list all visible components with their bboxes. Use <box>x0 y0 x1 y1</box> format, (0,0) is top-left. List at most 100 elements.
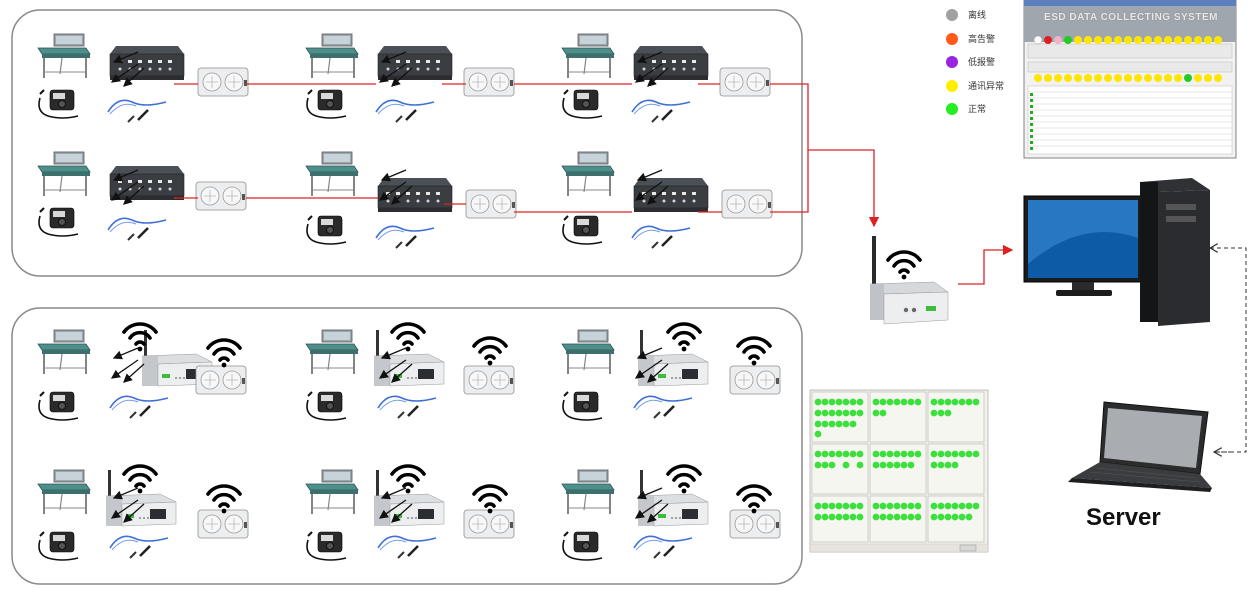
wireless-group-frame <box>11 307 803 585</box>
ionizer-fan-icon <box>729 365 781 395</box>
esd-workbench-icon <box>305 33 359 79</box>
wifi-icon <box>122 464 158 496</box>
esd-workbench-icon <box>305 329 359 375</box>
wifi-icon <box>390 464 426 496</box>
soldering-station-icon <box>562 531 603 561</box>
legend-dot-icon <box>946 79 958 92</box>
wired-station <box>561 33 771 124</box>
ionizer-fan-icon <box>465 189 517 219</box>
wired-station <box>561 151 773 250</box>
wireless-station <box>561 322 781 421</box>
wrist-strap-icon <box>632 535 694 560</box>
wrist-strap-icon <box>376 535 438 560</box>
wrist-strap-icon <box>106 99 168 124</box>
wired-group-frame <box>11 9 803 277</box>
wired-data-collector-icon <box>377 177 453 213</box>
wired-data-collector-icon <box>377 45 453 81</box>
esd-workbench-icon <box>561 469 615 515</box>
wrist-strap-icon <box>374 225 436 250</box>
soldering-station-icon <box>38 207 79 237</box>
esd-workbench-icon <box>37 329 91 375</box>
legend-dot-icon <box>946 9 958 21</box>
wireless-stations <box>37 322 781 561</box>
wireless-data-collector-icon <box>373 329 445 387</box>
soldering-station-icon <box>38 531 79 561</box>
status-dot-row-1b <box>1074 36 1222 44</box>
wireless-data-collector-icon <box>105 469 177 527</box>
soldering-station-icon <box>306 89 347 119</box>
wired-station <box>305 151 517 250</box>
wireless-station <box>561 464 781 561</box>
legend-label: 通讯异常 <box>968 81 1005 92</box>
ionizer-fan-icon <box>729 509 781 539</box>
software-window-title: ESD DATA COLLECTING SYSTEM <box>1044 12 1218 23</box>
wifi-icon <box>736 336 772 368</box>
ionizer-fan-icon <box>195 365 247 395</box>
wifi-icon <box>122 322 158 354</box>
dashed-link <box>1210 248 1247 452</box>
wifi-icon <box>472 484 508 516</box>
wireless-gateway-icon <box>869 236 949 325</box>
status-dot-row-2 <box>1034 74 1222 82</box>
server-label: Server <box>1086 504 1161 531</box>
wireless-station <box>305 464 515 561</box>
legend-dot-icon <box>946 32 958 45</box>
wired-station <box>37 151 247 242</box>
esd-workbench-icon <box>561 329 615 375</box>
legend-dot-icon <box>946 56 958 68</box>
wrist-strap-icon <box>108 395 170 420</box>
wrist-strap-icon <box>374 99 436 124</box>
legend-label: 低报警 <box>968 58 996 68</box>
wifi-icon <box>206 338 242 370</box>
wrist-strap-icon <box>632 395 694 420</box>
legend-label: 离线 <box>968 11 987 21</box>
wifi-icon <box>736 484 772 516</box>
status-legend: 离线 高告警 低报警 通讯异常 正常 <box>942 4 1032 122</box>
soldering-station-icon <box>306 215 347 245</box>
ionizer-fan-icon <box>463 509 515 539</box>
wired-data-collector-icon <box>633 45 709 81</box>
wired-data-collector-icon <box>109 165 185 201</box>
wired-links <box>174 83 1014 285</box>
wifi-icon <box>206 484 242 516</box>
software-window <box>1023 0 1237 159</box>
esd-workbench-icon <box>37 469 91 515</box>
legend-item-offline: 离线 <box>942 4 1032 28</box>
esd-workbench-icon <box>37 151 91 197</box>
wired-station <box>305 33 515 124</box>
soldering-station-icon <box>306 391 347 421</box>
esd-workbench-icon <box>305 151 359 197</box>
legend-label: 高告警 <box>968 34 996 45</box>
monitoring-grid-window <box>809 389 989 553</box>
soldering-station-icon <box>38 391 79 421</box>
soldering-station-icon <box>562 215 603 245</box>
soldering-station-icon <box>38 89 79 119</box>
wifi-icon <box>472 336 508 368</box>
esd-workbench-icon <box>37 33 91 79</box>
laptop-server-icon <box>1068 401 1212 492</box>
wireless-station <box>305 322 515 421</box>
soldering-station-icon <box>306 531 347 561</box>
soldering-station-icon <box>562 391 603 421</box>
station-arrows <box>112 348 144 382</box>
wrist-strap-icon <box>630 99 692 124</box>
ionizer-fan-icon <box>721 189 773 219</box>
wrist-strap-icon <box>630 225 692 250</box>
wired-data-collector-icon <box>633 177 709 213</box>
legend-label: 正常 <box>968 105 987 115</box>
esd-workbench-icon <box>305 469 359 515</box>
status-dot-row-1 <box>1033 35 1072 45</box>
wired-data-collector-icon <box>109 45 185 81</box>
desktop-computer-icon <box>1023 178 1210 326</box>
wrist-strap-icon <box>108 535 170 560</box>
wifi-icon <box>390 322 426 354</box>
ionizer-fan-icon <box>195 181 247 211</box>
legend-dot-icon <box>946 103 958 115</box>
legend-item-high-alarm: 高告警 <box>942 28 1032 52</box>
wired-station <box>37 33 249 124</box>
wired-stations <box>37 33 773 250</box>
esd-workbench-icon <box>561 151 615 197</box>
wireless-station <box>37 464 249 561</box>
wireless-station <box>37 322 247 421</box>
